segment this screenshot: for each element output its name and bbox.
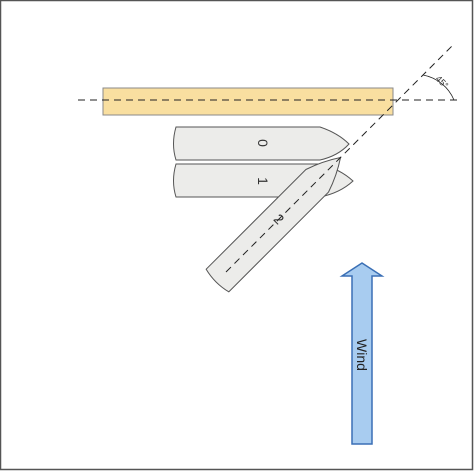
wind-arrow: Wind (339, 262, 385, 445)
wind-arrow-shape (339, 262, 385, 445)
approach-dashed-line (225, 43, 455, 273)
angle-label: 45° (434, 74, 451, 91)
dock (102, 87, 394, 116)
boat-1-label: 1 (255, 177, 271, 185)
boat-0-hull (173, 126, 350, 161)
boat-0: 0 (173, 126, 350, 161)
wind-label: Wind (354, 339, 370, 371)
boat-0-label: 0 (255, 139, 271, 147)
angle-arc (422, 74, 455, 101)
